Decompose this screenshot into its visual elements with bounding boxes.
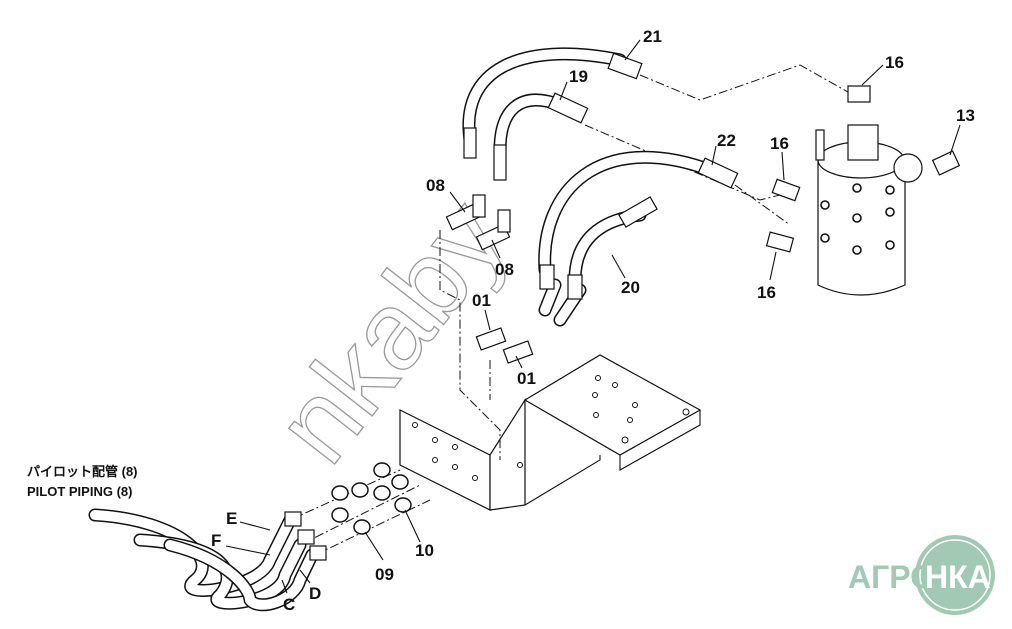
callout-01: 01 <box>472 291 491 310</box>
callout-22: 22 <box>717 131 736 150</box>
callout-F: F <box>211 531 221 550</box>
callout-09: 09 <box>375 565 394 584</box>
callout-08: 08 <box>426 176 445 195</box>
swivel-joint <box>815 124 923 296</box>
callout-19: 19 <box>569 67 588 86</box>
callout-labels: 21 19 16 13 22 16 08 08 16 20 01 01 E F … <box>211 27 975 614</box>
agronka-logo: АГРО НКА <box>848 535 995 615</box>
callout-16: 16 <box>770 134 789 153</box>
callout-01: 01 <box>517 369 536 388</box>
callout-C: C <box>283 595 295 614</box>
callout-E: E <box>226 509 237 528</box>
callout-16: 16 <box>885 53 904 72</box>
caption-english: PILOT PIPING (8) <box>27 484 132 499</box>
callout-D: D <box>309 584 321 603</box>
callout-08: 08 <box>495 260 514 279</box>
callout-leaders <box>225 39 961 594</box>
watermark: nkaby <box>252 178 530 485</box>
callout-13: 13 <box>956 106 975 125</box>
callout-16: 16 <box>757 283 776 302</box>
logo-text-right: НКА <box>925 559 991 595</box>
callout-10: 10 <box>415 541 434 560</box>
callout-20: 20 <box>621 278 640 297</box>
logo-text-left: АГРО <box>848 559 935 595</box>
fittings <box>284 52 961 561</box>
caption-japanese: パイロット配管 (8) <box>27 464 138 479</box>
callout-21: 21 <box>643 27 662 46</box>
mounting-bracket <box>399 354 702 511</box>
